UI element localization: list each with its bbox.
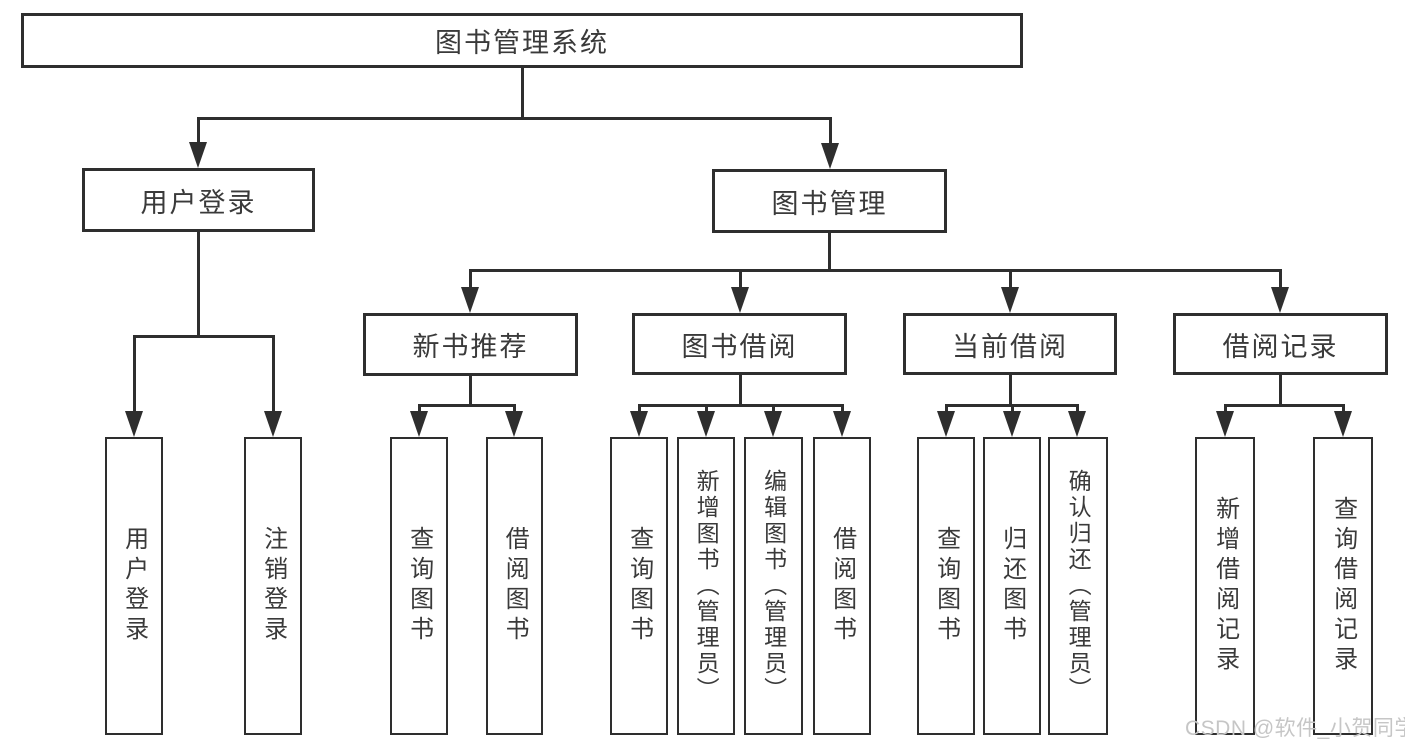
- watermark-csdn: CSDN @软件_小贺同学: [1185, 717, 1405, 740]
- arrowhead-leaf: [833, 411, 851, 437]
- connector-leaf-stub: [945, 404, 948, 416]
- arrowhead-current: [1001, 287, 1019, 313]
- leaf-add-books-admin: 新增图书（管理员）: [677, 437, 735, 735]
- connector-to-records: [1279, 269, 1282, 289]
- connector-current-stub: [1009, 375, 1012, 406]
- connector-leaf-stub: [1076, 404, 1079, 416]
- arrowhead-leaf: [1334, 411, 1352, 437]
- connector-to-current: [1009, 269, 1012, 289]
- leaf-label: 查询图书: [405, 526, 433, 646]
- leaf-query-books-current: 查询图书: [917, 437, 975, 735]
- node-book-management: 图书管理: [712, 169, 947, 233]
- arrowhead-records: [1271, 287, 1289, 313]
- node-label: 图书管理: [771, 188, 888, 219]
- connector-to-borrowing: [739, 269, 742, 289]
- connector-book-management-stub: [828, 233, 831, 271]
- connector-recommendation-rail: [418, 404, 516, 407]
- connector-borrowing-rail: [638, 404, 844, 407]
- node-library-management-system: 图书管理系统: [21, 13, 1023, 68]
- connector-root-stub: [521, 68, 524, 119]
- connector-leaf-stub: [638, 404, 641, 416]
- leaf-label: 注销登录: [259, 526, 287, 646]
- leaf-query-borrow-record: 查询借阅记录: [1313, 437, 1373, 735]
- node-borrowing-records: 借阅记录: [1173, 313, 1388, 375]
- connector-leaf-stub: [841, 404, 844, 416]
- arrowhead-leaf: [937, 411, 955, 437]
- node-label: 借阅记录: [1222, 331, 1339, 362]
- connector-leaf-stub: [1342, 404, 1345, 416]
- arrowhead-recommendation: [461, 287, 479, 313]
- arrowhead-leaf: [1216, 411, 1234, 437]
- connector-to-user-login: [197, 117, 200, 145]
- arrowhead-leaf: [1068, 411, 1086, 437]
- leaf-user-login: 用户登录: [105, 437, 163, 735]
- arrowhead-leaf: [630, 411, 648, 437]
- arrowhead-leaf: [410, 411, 428, 437]
- node-new-book-recommendation: 新书推荐: [363, 313, 578, 376]
- node-label: 用户登录: [140, 187, 257, 218]
- connector-leaf-stub: [1224, 404, 1227, 416]
- arrowhead-leaf: [764, 411, 782, 437]
- arrowhead-leaf-logout: [264, 411, 282, 437]
- leaf-query-books-borrowing: 查询图书: [610, 437, 668, 735]
- connector-recommendation-stub: [469, 376, 472, 406]
- leaf-label: 用户登录: [120, 526, 148, 646]
- connector-records-rail: [1224, 404, 1344, 407]
- leaf-label: 编辑图书（管理员）: [760, 469, 787, 703]
- leaf-label: 查询图书: [625, 526, 653, 646]
- leaf-query-books-recommend: 查询图书: [390, 437, 448, 735]
- leaf-label: 新增图书（管理员）: [693, 469, 720, 703]
- leaf-return-books: 归还图书: [983, 437, 1041, 735]
- connector-user-login-stub: [197, 232, 200, 337]
- leaf-add-borrow-record: 新增借阅记录: [1195, 437, 1255, 735]
- connector-to-leaf-user-login: [133, 335, 136, 415]
- node-current-borrowing: 当前借阅: [903, 313, 1117, 375]
- leaf-logout-login: 注销登录: [244, 437, 302, 735]
- node-label: 新书推荐: [412, 332, 529, 362]
- node-book-borrowing: 图书借阅: [632, 313, 847, 375]
- leaf-edit-books-admin: 编辑图书（管理员）: [744, 437, 803, 735]
- arrowhead-borrowing: [731, 287, 749, 313]
- connector-leaf-stub: [418, 404, 421, 416]
- leaf-borrow-books-recommend: 借阅图书: [486, 437, 543, 735]
- arrowhead-leaf: [697, 411, 715, 437]
- leaf-label: 查询图书: [932, 526, 960, 646]
- node-label: 图书管理系统: [435, 28, 609, 58]
- arrowhead-leaf-user-login: [125, 411, 143, 437]
- connector-leaf-stub: [705, 404, 708, 416]
- connector-to-book-management: [829, 117, 832, 145]
- leaf-label: 归还图书: [998, 526, 1026, 646]
- connector-leaf-stub: [772, 404, 775, 416]
- connector-to-leaf-logout: [272, 335, 275, 415]
- leaf-label: 借阅图书: [828, 526, 856, 646]
- arrowhead-leaf: [505, 411, 523, 437]
- leaf-label: 确认归还（管理员）: [1065, 469, 1092, 703]
- connector-modules-rail: [469, 269, 1281, 272]
- leaf-label: 新增借阅记录: [1211, 496, 1239, 676]
- connector-to-recommendation: [469, 269, 472, 289]
- leaf-confirm-return-admin: 确认归还（管理员）: [1048, 437, 1108, 735]
- arrowhead-book-management: [821, 143, 839, 169]
- arrowhead-user-login: [189, 142, 207, 168]
- leaf-label: 借阅图书: [501, 526, 529, 646]
- connector-borrowing-stub: [739, 375, 742, 406]
- node-label: 图书借阅: [681, 331, 798, 362]
- connector-leaf-stub: [513, 404, 516, 416]
- leaf-borrow-books-borrowing: 借阅图书: [813, 437, 871, 735]
- connector-leaf-stub: [1011, 404, 1014, 416]
- node-user-login: 用户登录: [82, 168, 315, 232]
- connector-records-stub: [1279, 375, 1282, 406]
- node-label: 当前借阅: [952, 331, 1068, 362]
- connector-user-login-rail: [133, 335, 274, 338]
- connector-root-rail: [197, 117, 832, 120]
- arrowhead-leaf: [1003, 411, 1021, 437]
- leaf-label: 查询借阅记录: [1329, 496, 1357, 676]
